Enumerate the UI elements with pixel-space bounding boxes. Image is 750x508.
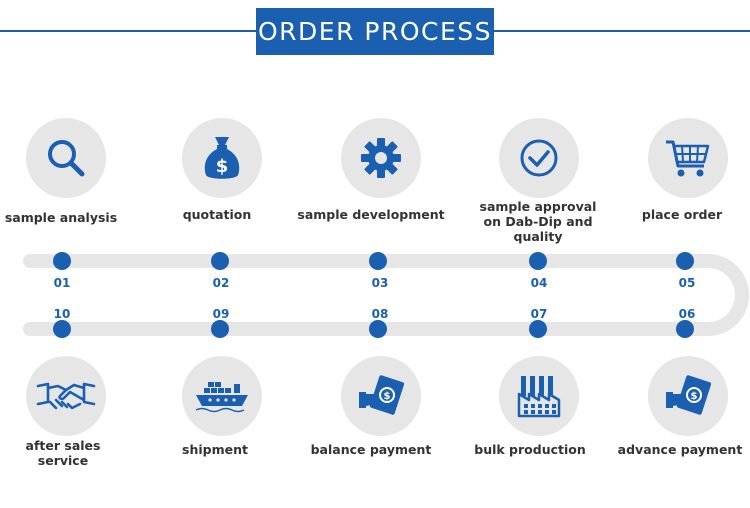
page-title: ORDER PROCESS (257, 17, 493, 46)
step-10-dot (53, 320, 71, 338)
step-9-dot (211, 320, 229, 338)
step-7-number: 07 (530, 307, 548, 321)
step-9-number: 09 (212, 307, 230, 321)
step-4-number: 04 (530, 276, 548, 290)
header-line-right (494, 30, 750, 32)
step-7-dot (529, 320, 547, 338)
step-5-circle (648, 118, 728, 198)
step-2-circle: $ (182, 118, 262, 198)
step-1-number: 01 (53, 276, 71, 290)
step-2-dot (211, 252, 229, 270)
factory-icon (517, 376, 561, 418)
step-4-label: sample approval on Dab-Dip and quality (479, 199, 597, 244)
money-bag-icon: $ (204, 137, 240, 179)
step-6-label: advance payment (617, 442, 743, 457)
step-4-dot (529, 252, 547, 270)
step-8-circle: $ (341, 356, 421, 436)
step-8-number: 08 (371, 307, 389, 321)
step-5-label: place order (641, 207, 723, 222)
svg-text:$: $ (384, 391, 391, 402)
step-3-dot (369, 252, 387, 270)
step-10-label: after sales service (25, 438, 101, 468)
step-3-circle (341, 118, 421, 198)
step-1-dot (53, 252, 71, 270)
step-6-number: 06 (678, 307, 696, 321)
step-6-dot (676, 320, 694, 338)
step-1-circle (26, 118, 106, 198)
step-3-number: 03 (371, 276, 389, 290)
step-4-circle (499, 118, 579, 198)
step-7-label: bulk production (474, 442, 586, 457)
cargo-ship-icon (195, 382, 248, 413)
step-8-dot (369, 320, 387, 338)
svg-text:$: $ (216, 156, 229, 177)
step-9-circle (182, 356, 262, 436)
step-6-circle: $ (648, 356, 728, 436)
title-box: ORDER PROCESS (256, 8, 494, 55)
step-7-circle (499, 356, 579, 436)
step-2-label: quotation (182, 207, 252, 222)
svg-text:$: $ (691, 391, 698, 402)
payment-card-icon: $ (666, 375, 712, 415)
step-3-label: sample development (297, 207, 445, 222)
shopping-cart-icon (666, 140, 710, 177)
checkmark-circle-icon (520, 139, 558, 177)
payment-card-icon: $ (359, 375, 405, 415)
magnifier-icon (48, 140, 85, 177)
step-8-label: balance payment (310, 442, 432, 457)
step-10-number: 10 (53, 307, 71, 321)
step-5-dot (676, 252, 694, 270)
step-2-number: 02 (212, 276, 230, 290)
handshake-icon (36, 382, 96, 410)
header-line-left (0, 30, 256, 32)
step-10-circle (26, 356, 106, 436)
step-5-number: 05 (678, 276, 696, 290)
step-1-label: sample analysis (4, 210, 118, 225)
step-9-label: shipment (182, 442, 248, 457)
gear-icon (361, 138, 401, 178)
